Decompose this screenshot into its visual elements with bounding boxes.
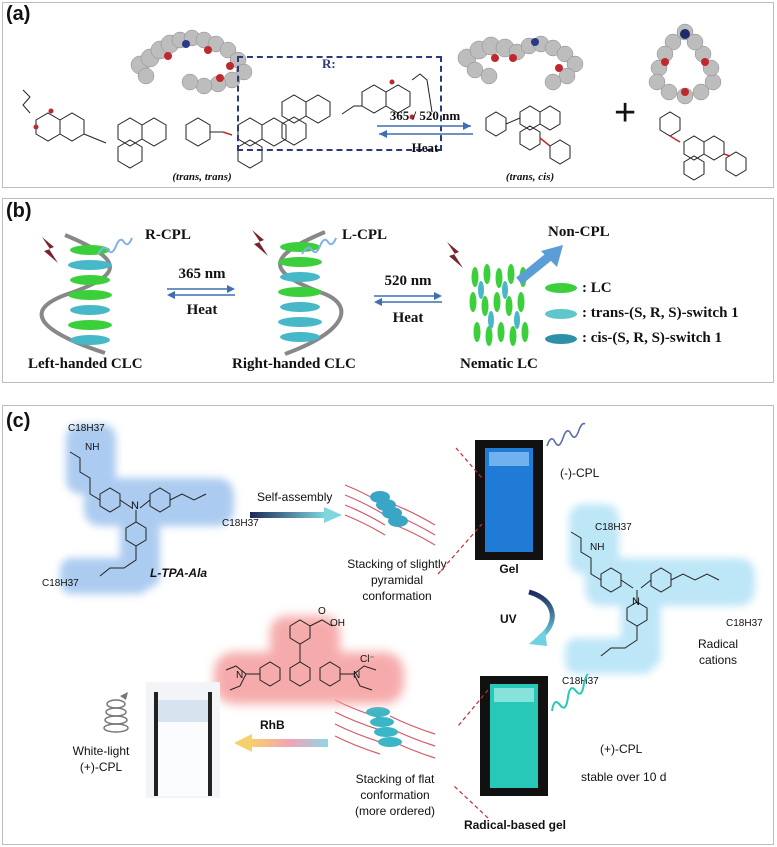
stack-flat-line3: (more ordered)	[354, 804, 436, 818]
stack-flat-line1: Stacking of flat	[355, 772, 435, 786]
l-cpl-label: L-CPL	[342, 227, 387, 243]
n-radical-label: N	[632, 596, 640, 608]
cpl-spiral-icon	[97, 237, 133, 255]
lightning-icon	[447, 242, 463, 268]
stack-flat-line2: conformation	[360, 788, 430, 802]
non-cpl-arrow	[516, 245, 563, 285]
dashed-zoom-lines	[453, 689, 489, 819]
white-light-line1: White-light	[72, 744, 130, 758]
nematic-lc-label: Nematic LC	[460, 356, 538, 372]
radical-cations-line1: Radical	[697, 637, 739, 651]
arrow-forward-label: 365 / 520 nm	[389, 108, 461, 123]
chain-label: C18H37	[42, 578, 79, 589]
n-label: N	[353, 670, 361, 681]
legend-lc-label: : LC	[582, 280, 612, 296]
rhb-label: RhB	[260, 718, 285, 732]
self-assembly-arrow	[250, 507, 342, 523]
dashed-zoom-lines	[437, 447, 483, 575]
left-handed-clc-label: Left-handed CLC	[28, 356, 143, 372]
r-box	[237, 56, 442, 151]
arrow1-forward-label: 365 nm	[178, 266, 226, 282]
gel-label: Gel	[499, 562, 519, 576]
gel-cuvette-photo	[475, 440, 543, 560]
stack-pyramidal-line2: pyramidal	[370, 573, 424, 587]
chloride-label: Cl⁻	[360, 654, 375, 665]
radical-cation-structure	[565, 504, 755, 674]
arrow-back-label: Heat	[411, 140, 439, 155]
self-assembly-label: Self-assembly	[257, 490, 333, 504]
space-filling-model-trans-trans	[130, 29, 253, 95]
rhb-arrow	[234, 734, 328, 752]
panel-a	[2, 2, 774, 188]
cpl-spiral-icon	[546, 422, 586, 447]
molecule-name: L-TPA-Ala	[150, 566, 208, 580]
legend-cis-swatch	[545, 334, 577, 344]
l-tpa-ala-structure	[60, 424, 234, 594]
r-label: R:	[322, 56, 336, 71]
plus-sign: +	[614, 92, 637, 134]
chain-label: C18H37	[562, 676, 599, 687]
structure-trans-cis	[485, 105, 571, 165]
space-filling-model-trans-cis	[457, 35, 584, 91]
chain-label: C18H37	[726, 618, 763, 629]
white-light-line2: (+)-CPL	[79, 760, 123, 774]
legend-trans-swatch	[545, 309, 577, 319]
reversible-arrow-b2	[374, 292, 442, 306]
nematic-lc-block	[469, 264, 529, 346]
r-cpl-label: R-CPL	[145, 227, 191, 243]
space-filling-model-cis-cis	[648, 23, 722, 105]
arrow1-back-label: Heat	[186, 302, 218, 318]
arrow2-back-label: Heat	[392, 310, 424, 326]
stack-pyramidal-line1: Stacking of slightly	[347, 557, 447, 571]
panel-a-label: (a)	[6, 3, 31, 25]
panel-c-label: (c)	[6, 410, 31, 432]
nh-label: NH	[85, 442, 100, 453]
panel-c	[2, 405, 774, 845]
arrow2-forward-label: 520 nm	[384, 273, 432, 289]
right-handed-clc-helix	[278, 230, 344, 356]
structure-r-group	[281, 73, 433, 146]
n-label: N	[236, 670, 244, 681]
isomer-trans-cis-label: (trans, cis)	[505, 171, 555, 183]
stable-label: stable over 10 d	[581, 770, 667, 784]
structure-trans-trans	[22, 89, 287, 169]
radical-cations-line2: cations	[698, 653, 738, 667]
stack-pyramidal-line3: conformation	[362, 589, 432, 603]
n-radical-label: N	[131, 500, 139, 512]
panel-b-label: (b)	[6, 200, 32, 222]
oh-label: OH	[330, 618, 345, 629]
nh-label: NH	[590, 542, 605, 553]
chain-label: C18H37	[595, 522, 632, 533]
radical-gel-cuvette-photo	[480, 676, 548, 796]
non-cpl-label: Non-CPL	[548, 224, 610, 240]
white-light-cuvette-photo	[146, 682, 220, 798]
panel-b	[2, 198, 774, 383]
uv-curved-arrow	[528, 589, 555, 646]
isomer-trans-trans-label: (trans, trans)	[172, 171, 232, 183]
rhb-structure	[214, 616, 404, 704]
cpl-spiral-icon	[551, 673, 589, 712]
chain-label: C18H37	[68, 423, 105, 434]
cpl-spiral-icon	[301, 237, 337, 255]
o-label: O	[318, 606, 326, 617]
left-handed-clc-helix	[39, 233, 112, 355]
pos-cpl-label: (+)-CPL	[600, 742, 643, 756]
chain-label: C18H37	[222, 518, 259, 529]
reversible-arrow-a	[377, 122, 473, 138]
pyramidal-stacking-illustration	[344, 484, 436, 546]
uv-label: UV	[500, 612, 517, 626]
structure-cis-cis	[659, 111, 747, 181]
legend-trans-label: : trans-(S, R, S)-switch 1	[582, 305, 739, 321]
cpl-spiral-icon	[103, 692, 129, 733]
radical-gel-label: Radical-based gel	[463, 818, 567, 832]
right-handed-clc-label: Right-handed CLC	[232, 356, 356, 372]
neg-cpl-label: (-)-CPL	[560, 466, 600, 480]
reversible-arrow-b1	[167, 285, 235, 299]
legend-lc-swatch	[545, 283, 577, 293]
legend-cis-label: : cis-(S, R, S)-switch 1	[582, 330, 722, 346]
